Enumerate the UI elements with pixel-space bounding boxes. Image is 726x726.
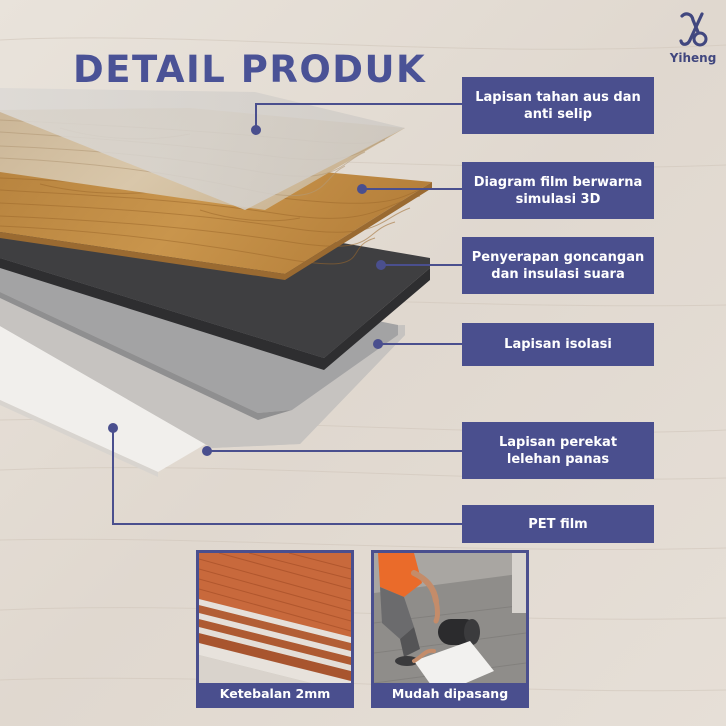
page-title: DETAIL PRODUK [73,48,427,91]
yiheng-logo-icon [679,12,708,47]
photo-installation-caption: Mudah dipasang [374,683,526,705]
label-adhesive: Lapisan perekat lelehan panas [462,422,654,479]
label-insulation: Lapisan isolasi [462,323,654,366]
brand-name: Yiheng [669,51,717,65]
label-color-film: Diagram film berwarna simulasi 3D [462,162,654,219]
installation-image [374,553,526,705]
label-pet-film: PET film [462,505,654,543]
layer-color-film [0,168,432,274]
label-shock-absorption: Penyerapan goncangan dan insulasi suara [462,237,654,294]
label-color-film-text: Diagram film berwarna simulasi 3D [473,174,643,207]
connector-dots [108,125,386,456]
photo-thickness-caption: Ketebalan 2mm [199,683,351,705]
label-wear-resistant: Lapisan tahan aus dan anti selip [462,77,654,134]
brand-logo: Yiheng [664,10,722,65]
photo-thickness: Ketebalan 2mm [196,550,354,708]
label-pet-film-text: PET film [528,516,588,532]
layer-transparent-film [0,88,405,210]
stacked-planks-image [199,553,351,705]
label-adhesive-text: Lapisan perekat lelehan panas [498,434,618,467]
label-wear-resistant-text: Lapisan tahan aus dan anti selip [475,89,641,122]
label-shock-absorption-text: Penyerapan goncangan dan insulasi suara [471,249,645,282]
photo-installation: Mudah dipasang [371,550,529,708]
label-insulation-text: Lapisan isolasi [504,337,612,352]
connector-lines [112,103,462,525]
